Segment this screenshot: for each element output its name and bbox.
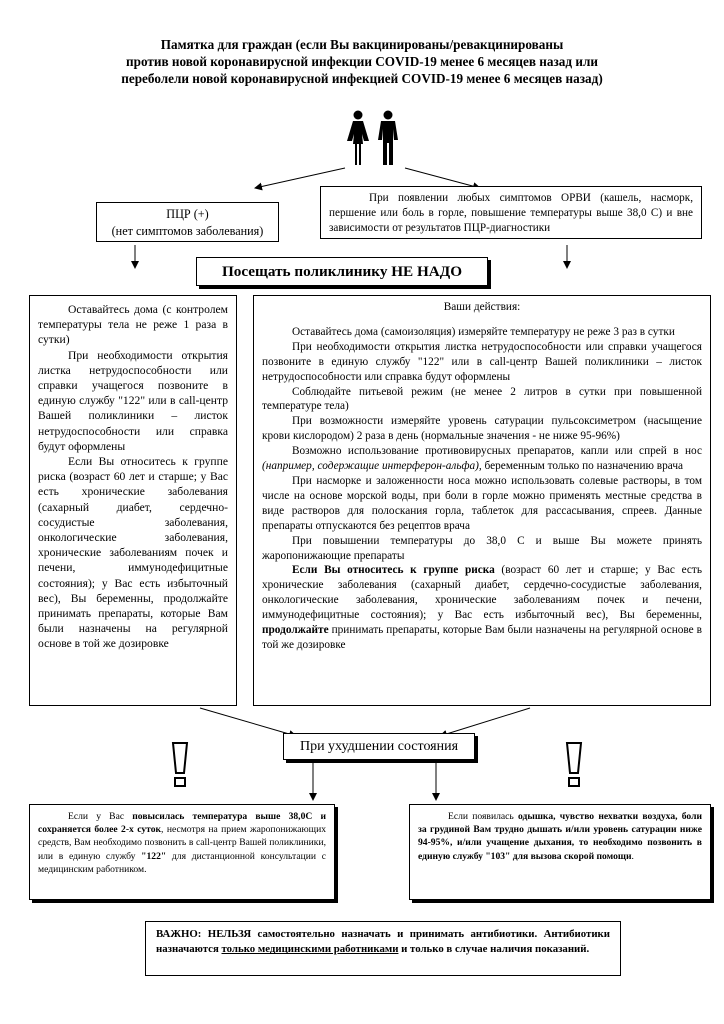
left-sick-leave: При необходимости открытия листка нетруд…	[38, 348, 228, 453]
important-text: ВАЖНО: НЕЛЬЗЯ самостоятельно назначать и…	[156, 928, 610, 956]
breathing-text: Если появилась одышка, чувство нехватки …	[418, 811, 702, 862]
breathing-difficulty-box: Если появилась одышка, чувство нехватки …	[409, 804, 711, 900]
important-antibiotics-box: ВАЖНО: НЕЛЬЗЯ самостоятельно назначать и…	[145, 921, 621, 976]
pcr-positive-box: ПЦР (+) (нет симптомов заболевания)	[96, 202, 279, 242]
right-drinking: Соблюдайте питьевой режим (не менее 2 ли…	[262, 385, 702, 413]
title-line-3: переболели новой коронавирусной инфекцие…	[121, 71, 603, 86]
right-antiviral: Возможно использование противовирусных п…	[262, 445, 702, 473]
temperature-text: Если у Вас повысилась температура выше 3…	[38, 811, 327, 875]
page-title: Памятка для граждан (если Вы вакцинирова…	[100, 36, 624, 87]
high-temperature-box: Если у Вас повысилась температура выше 3…	[29, 804, 335, 900]
worsening-box: При ухудшении состояния	[283, 733, 475, 760]
pcr-label: ПЦР (+)	[166, 207, 209, 221]
title-line-2: против новой коронавирусной инфекции COV…	[126, 54, 598, 69]
asymptomatic-instructions-box: Оставайтесь дома (с контролем температур…	[29, 295, 237, 706]
right-saturation: При возможности измеряйте уровень сатура…	[262, 415, 702, 443]
left-risk-group: Если Вы относитесь к группе риска (возра…	[38, 455, 228, 651]
pcr-sublabel: (нет симптомов заболевания)	[111, 224, 264, 238]
exclamation-icon	[171, 742, 189, 787]
exclamation-icon	[565, 742, 583, 787]
left-stay-home: Оставайтесь дома (с контролем температур…	[38, 303, 228, 347]
symptomatic-actions-box: Ваши действия: Оставайтесь дома (самоизо…	[253, 295, 711, 706]
symptoms-box: При появлении любых симптомов ОРВИ (каше…	[320, 186, 702, 239]
right-sick-leave: При необходимости открытия листка нетруд…	[262, 340, 702, 383]
worsening-text: При ухудшении состояния	[299, 739, 459, 754]
symptoms-text: При появлении любых симптомов ОРВИ (каше…	[329, 192, 693, 234]
right-risk-group: Если Вы относитесь к группе риска (возра…	[262, 564, 702, 651]
actions-header: Ваши действия:	[443, 301, 521, 313]
woman-man-icon	[347, 110, 398, 165]
right-nose-throat: При насморке и заложенности носа можно и…	[262, 474, 702, 532]
right-fever: При повышении температуры до 38,0 С и вы…	[262, 534, 702, 562]
no-clinic-box: Посещать поликлинику НЕ НАДО	[196, 257, 488, 286]
right-stay-home: Оставайтесь дома (самоизоляция) измеряйт…	[292, 325, 675, 338]
title-line-1: Памятка для граждан (если Вы вакцинирова…	[160, 37, 564, 52]
no-clinic-text: Посещать поликлинику НЕ НАДО	[221, 263, 463, 280]
